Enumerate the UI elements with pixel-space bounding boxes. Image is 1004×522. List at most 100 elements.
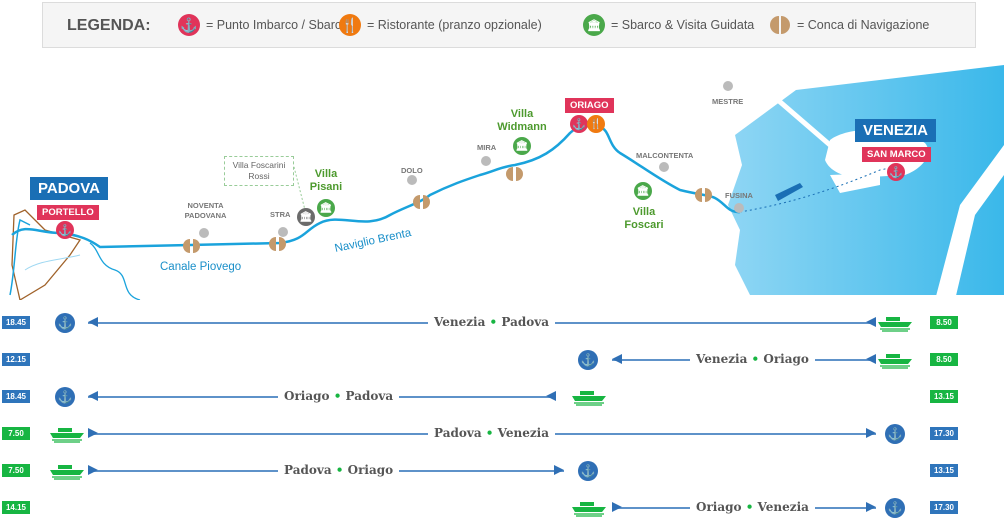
boat-icon [50,427,84,448]
departure-time-left: 18.45 [2,316,30,329]
time-right: 8.50 [930,316,958,329]
departure-time-left: 14.15 [2,501,30,514]
anchor-icon: ⚓ [578,461,598,481]
anchor-icon: ⚓ [578,350,598,370]
boat-icon [878,353,912,374]
museum-icon[interactable]: 🏛 [513,137,531,155]
route-from: Oriago [284,389,334,403]
separator-dot: • [751,352,764,366]
place-label-mira: MIRA [477,143,497,152]
route-from: Padova [434,426,486,440]
schedule-row: 12.15 8.50 ⚓ Venezia • Oriago [0,350,1004,370]
padova-outline [11,209,82,300]
legend-label: = Conca di Navigazione [797,18,930,32]
stop-label-oriago: ORIAGO [565,98,614,113]
stop-label-san-marco: SAN MARCO [862,147,931,162]
departure-time-left: 18.45 [2,390,30,403]
arrow-icon [88,465,98,475]
arrow-icon [612,354,622,364]
place-label-fusina: FUSINA [725,191,753,200]
time-right: 13.15 [930,390,958,403]
separator-dot: • [333,389,346,403]
museum-icon[interactable]: 🏛 [297,208,315,226]
arrow-icon [554,465,564,475]
departure-time-left: 12.15 [2,353,30,366]
giudecca-island [830,173,880,193]
schedule-row: 14.15 17.30 ⚓ Oriago • Venezia [0,498,1004,518]
route-label: Venezia • Oriago [690,352,815,366]
lock-icon [769,14,791,36]
arrow-icon [88,317,98,327]
schedule-row: 7.50 17.30 ⚓ Padova • Venezia [0,424,1004,444]
legend-item-boarding: ⚓ = Punto Imbarco / Sbarco [178,14,348,36]
route-to: Venezia [497,426,550,440]
route-label: Padova • Oriago [278,463,400,477]
museum-icon[interactable]: 🏛 [317,199,335,217]
anchor-icon: ⚓ [885,424,905,444]
arrow-icon [612,502,622,512]
time-right: 17.30 [930,501,958,514]
stop-label-portello: PORTELLO [37,205,99,220]
route-map: ⚓ 🏛 🏛 🏛 ⚓ 🍴 🏛 ⚓ PADOVA PORTELLO VENEZIA … [0,55,1004,300]
anchor-icon[interactable]: ⚓ [56,221,74,239]
route-label: Oriago • Padova [278,389,400,403]
legend-label: = Ristorante (pranzo opzionale) [367,18,542,32]
route-from: Padova [284,463,336,477]
separator-dot: • [489,315,502,329]
anchor-icon: ⚓ [885,498,905,518]
arrow-icon [866,354,876,364]
villa-label-foscarini: Villa Foscarini Rossi [224,156,294,186]
villa-label-widmann: Villa Widmann [497,108,547,133]
boat-icon [775,183,803,201]
restaurant-icon: 🍴 [339,14,361,36]
museum-icon[interactable]: 🏛 [634,182,652,200]
route-from: Venezia [434,315,490,329]
place-label-mestre: MESTRE [712,97,744,106]
anchor-icon[interactable]: ⚓ [570,115,588,133]
departure-time-left: 7.50 [2,427,30,440]
route-to: Oriago [347,463,394,477]
villa-label-foscari: Villa Foscari [624,206,664,231]
place-label-stra: STRA [270,210,291,219]
legend-title: LEGENDA: [67,17,151,34]
arrow-icon [88,428,98,438]
boat-icon [878,316,912,337]
route-label: Venezia • Padova [428,315,556,329]
anchor-icon: ⚓ [178,14,200,36]
legend-item-tour: 🏛 = Sbarco & Visita Guidata [583,14,754,36]
time-right: 8.50 [930,353,958,366]
anchor-icon: ⚓ [55,313,75,333]
boat-icon [572,390,606,411]
route-label: Padova • Venezia [428,426,556,440]
departure-time-left: 7.50 [2,464,30,477]
separator-dot: • [485,426,498,440]
city-label-venezia: VENEZIA [855,119,937,142]
separator-dot: • [335,463,348,477]
arrow-icon [866,428,876,438]
route-from: Venezia [696,352,752,366]
route-to: Oriago [763,352,809,366]
boat-icon [50,464,84,485]
legend-label: = Sbarco & Visita Guidata [611,18,755,32]
separator-dot: • [745,500,758,514]
arrow-icon [546,391,556,401]
schedule: 18.45 8.50 ⚓ Venezia • Padova 12.15 8.50 ⚓ Vene… [0,305,1004,522]
place-label-malcontenta: MALCONTENTA [636,151,694,160]
anchor-icon[interactable]: ⚓ [887,163,905,181]
museum-icon: 🏛 [583,14,605,36]
map-graphic [9,65,1004,300]
route-to: Padova [345,389,394,403]
time-right: 17.30 [930,427,958,440]
arrow-icon [866,502,876,512]
river-label-piovego: Canale Piovego [160,261,242,273]
boat-icon [572,501,606,522]
route-to: Padova [501,315,550,329]
legend-item-lock: = Conca di Navigazione [769,14,929,36]
legend-label: = Punto Imbarco / Sbarco [206,18,349,32]
route-to: Venezia [757,500,809,514]
route-from: Oriago [696,500,746,514]
legend: LEGENDA: ⚓ = Punto Imbarco / Sbarco 🍴 = … [42,2,976,48]
place-label-dolo: DOLO [401,166,423,175]
restaurant-icon[interactable]: 🍴 [587,115,605,133]
